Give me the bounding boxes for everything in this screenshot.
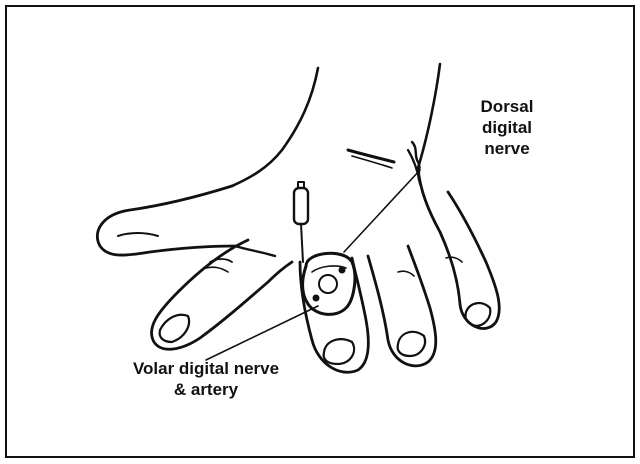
little-crease [446, 257, 462, 262]
dorsal-digital-nerve-label: Dorsal digital nerve [452, 96, 562, 159]
index-crease-2 [206, 267, 228, 272]
dorsal-label-line-3: nerve [452, 138, 562, 159]
index-nail [160, 315, 189, 342]
syringe-needle [301, 224, 303, 262]
wrist-right-line [418, 64, 440, 168]
volar-leader-line [206, 306, 318, 360]
cross-section-bone [319, 275, 337, 293]
syringe-barrel [294, 188, 308, 224]
thumb [97, 186, 235, 255]
volar-label-line-2: & artery [66, 379, 346, 400]
ring-nail [398, 332, 425, 356]
dorsal-leader-line [344, 170, 420, 252]
thumb-crease [118, 233, 158, 236]
cross-section-vessel-1 [313, 295, 319, 301]
volar-digital-nerve-label: Volar digital nerve & artery [66, 358, 346, 400]
little-nail [465, 303, 490, 326]
index-finger [151, 240, 292, 349]
ring-finger [368, 246, 436, 366]
wrist-left-line [232, 68, 318, 186]
volar-label-line-1: Volar digital nerve [66, 358, 346, 379]
dorsal-label-line-2: digital [452, 117, 562, 138]
ring-crease [398, 271, 414, 276]
cross-section [303, 253, 355, 314]
palm-edge [235, 246, 275, 256]
dorsal-label-line-1: Dorsal [452, 96, 562, 117]
